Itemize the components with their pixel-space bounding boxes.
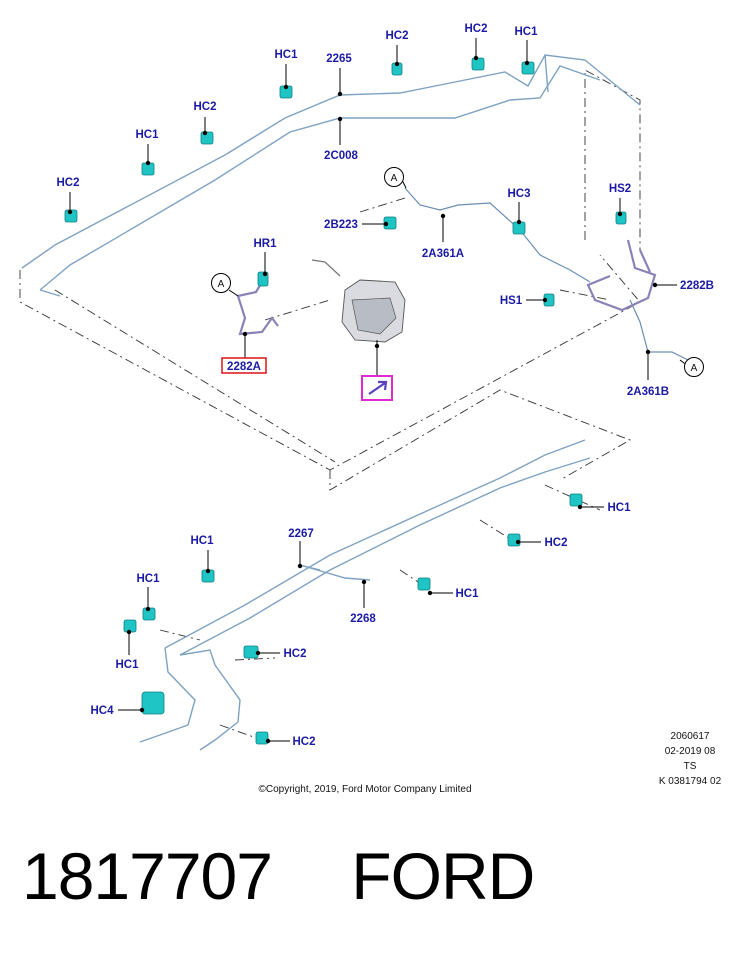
callout-hc1: HC1 — [136, 573, 160, 585]
figure-info-line: 02-2019 08 — [665, 746, 716, 757]
highlight-box-caliper[interactable] — [361, 375, 393, 401]
connector-a-label: A — [691, 363, 698, 374]
highlight-box-2282a — [221, 357, 267, 374]
callout-hc2: HC2 — [464, 23, 487, 35]
connector-a-label: A — [218, 279, 225, 290]
figure-info: 2060617 02-2019 08 TS K 0381794 02 — [659, 731, 722, 787]
part-number-footer: 1817707 FORD — [22, 838, 722, 928]
lower-brake-pipes — [139, 439, 591, 751]
callout-2267: 2267 — [288, 528, 314, 540]
callout-hc2: HC2 — [193, 101, 216, 113]
callout-2282a: 2282A — [227, 361, 261, 373]
figure-info-line: 2060617 — [671, 731, 710, 742]
callout-hc1: HC1 — [455, 588, 479, 600]
callout-labels: HC2 HC1 HC2 HC1 2265 HC2 HC2 HC1 2C008 H… — [56, 23, 713, 748]
callout-hc1: HC1 — [514, 26, 538, 38]
callout-hc1: HC1 — [135, 129, 159, 141]
figure-info-line: TS — [684, 761, 697, 772]
callout-2a361b: 2A361B — [627, 386, 669, 398]
figure-info-line: K 0381794 02 — [659, 776, 722, 787]
pipe-clips — [64, 57, 627, 745]
copyright-text: ©Copyright, 2019, Ford Motor Company Lim… — [258, 784, 471, 795]
callout-hc1: HC1 — [274, 49, 298, 61]
connector-a-left: A — [211, 273, 231, 293]
body-outline — [19, 69, 641, 741]
leader-lines — [67, 38, 689, 744]
connector-a-top: A — [384, 167, 404, 187]
callout-hc1: HC1 — [607, 502, 631, 514]
callout-hr1: HR1 — [253, 238, 277, 250]
part-number: 1817707 — [22, 839, 273, 913]
callout-2282b: 2282B — [680, 280, 714, 292]
callout-2c008: 2C008 — [324, 150, 358, 162]
callout-hc2: HC2 — [56, 177, 79, 189]
callout-hc4: HC4 — [90, 705, 114, 717]
callout-2265: 2265 — [326, 53, 352, 65]
callout-hc1: HC1 — [115, 659, 139, 671]
rear-hose-2282a — [236, 281, 279, 336]
callout-hc2: HC2 — [385, 30, 408, 42]
callout-2268: 2268 — [350, 613, 376, 625]
callout-hc2: HC2 — [292, 736, 315, 748]
callout-hc3: HC3 — [507, 188, 530, 200]
callout-hc2: HC2 — [544, 537, 567, 549]
connector-a-label: A — [391, 173, 398, 184]
callout-hc2: HC2 — [283, 648, 306, 660]
arrow-icon — [368, 380, 388, 395]
brake-caliper — [311, 259, 406, 343]
rear-hose-2282b — [586, 239, 657, 312]
callout-hs1: HS1 — [500, 295, 523, 307]
connector-a-right: A — [684, 357, 704, 377]
callout-2a361a: 2A361A — [422, 248, 464, 260]
brand-name: FORD — [351, 839, 535, 913]
callout-2b223: 2B223 — [324, 219, 358, 231]
callout-hs2: HS2 — [609, 183, 631, 195]
callout-hc1: HC1 — [190, 535, 214, 547]
